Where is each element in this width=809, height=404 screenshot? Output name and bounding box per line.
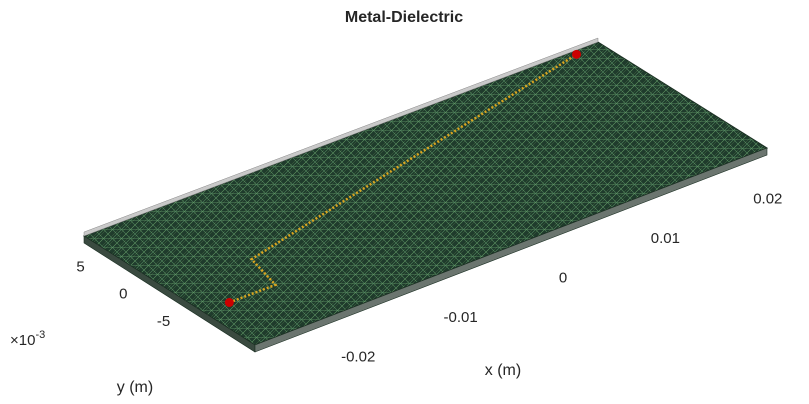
y-axis-ticks: -5 0 5 — [76, 258, 170, 330]
x-axis-ticks: -0.02 -0.01 0 0.01 0.02 — [341, 191, 782, 366]
x-tick-label: -0.02 — [341, 348, 375, 365]
y-tick-label: 0 — [119, 286, 127, 303]
x-tick-label: -0.01 — [443, 309, 477, 326]
chart-title: Metal-Dielectric — [345, 9, 463, 26]
x-tick-label: 0.02 — [753, 191, 782, 208]
substrate-back-edge — [83, 37, 599, 237]
x-tick-label: 0.01 — [651, 230, 680, 247]
y-exponent-base: ×10 — [10, 332, 35, 349]
y-tick-label: -5 — [157, 313, 170, 330]
x-axis-label: x (m) — [485, 362, 521, 379]
substrate-front-face — [254, 147, 768, 353]
substrate-board — [82, 37, 769, 353]
metal-trace — [228, 53, 578, 304]
feed-points — [224, 49, 582, 307]
y-exponent-power: -3 — [35, 329, 45, 341]
x-tick-label: 0 — [559, 270, 567, 287]
substrate-mesh-overlay — [84, 42, 767, 345]
y-axis-label: y (m) — [117, 379, 153, 396]
feed-point-1 — [224, 297, 234, 307]
feed-point-2 — [572, 49, 582, 59]
y-tick-label: 5 — [76, 258, 84, 275]
metal-trace-line — [228, 53, 578, 304]
y-axis-exponent: ×10-3 — [10, 329, 45, 349]
